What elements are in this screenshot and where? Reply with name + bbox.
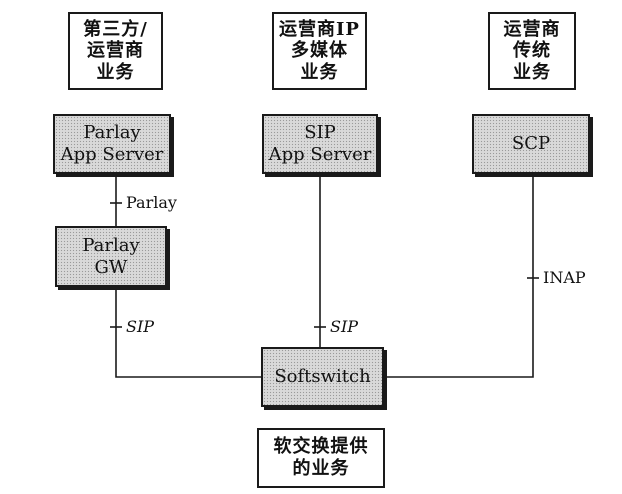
category-line: 业务	[300, 61, 339, 83]
category-line: 第三方/	[83, 18, 148, 40]
category-line: 业务	[96, 61, 135, 83]
inap-protocol-label: INAP	[543, 268, 586, 287]
category-line: 多媒体	[291, 40, 348, 62]
operator-ip-multimedia-services-box: 运营商IP 多媒体 业务	[272, 12, 367, 90]
third-party-operator-services-box: 第三方/ 运营商 业务	[68, 12, 163, 90]
component-line: App Server	[268, 144, 372, 165]
sip-protocol-label-middle: SIP	[330, 317, 359, 336]
category-line: 软交换提供	[273, 436, 369, 458]
category-line: 业务	[513, 61, 551, 83]
component-line: SIP	[304, 122, 336, 144]
component-line: GW	[94, 256, 128, 278]
component-line: App Server	[60, 144, 164, 165]
parlay-app-server-box: Parlay App Server	[53, 114, 171, 174]
component-line: Softswitch	[274, 366, 371, 388]
category-line: 传统	[513, 40, 551, 62]
category-line: 运营商	[87, 40, 144, 62]
operator-traditional-services-box: 运营商 传统 业务	[488, 12, 576, 90]
component-line: Parlay	[82, 234, 140, 256]
sip-app-server-box: SIP App Server	[262, 114, 378, 174]
parlay-gw-box: Parlay GW	[55, 226, 167, 287]
scp-box: SCP	[472, 114, 590, 174]
component-line: Parlay	[83, 122, 141, 144]
softswitch-provided-services-box: 软交换提供 的业务	[257, 428, 385, 488]
parlay-protocol-label: Parlay	[126, 193, 177, 212]
category-line: 运营商	[503, 18, 561, 40]
category-line: 运营商IP	[279, 18, 360, 40]
softswitch-box: Softswitch	[261, 347, 384, 407]
category-line: 的业务	[292, 458, 350, 479]
sip-protocol-label-left: SIP	[126, 317, 155, 336]
component-line: SCP	[511, 133, 551, 155]
